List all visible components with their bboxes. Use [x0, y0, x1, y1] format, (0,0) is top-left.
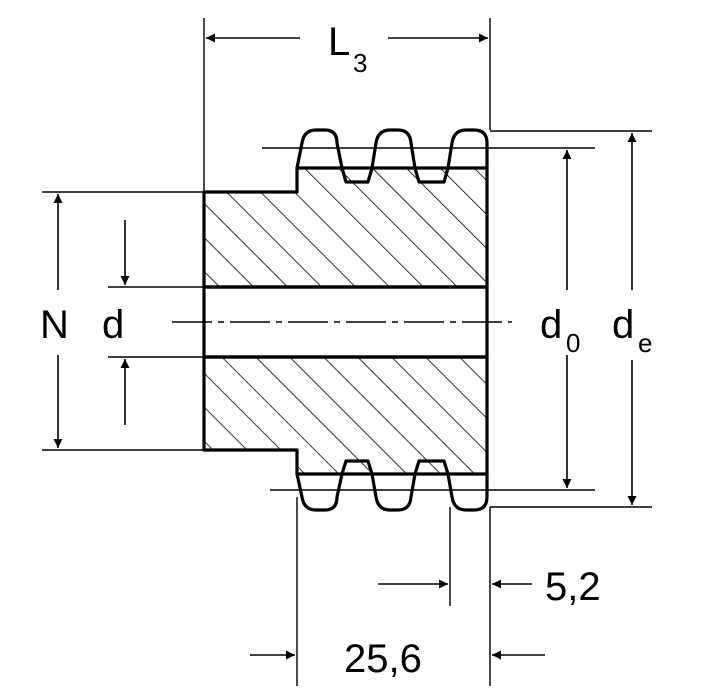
upper-section: [202, 166, 489, 289]
lower-section: [202, 355, 489, 476]
label-l3-sub: 3: [353, 48, 367, 78]
label-l3: L: [328, 20, 350, 64]
label-d0: d: [540, 303, 562, 347]
teeth-bottom: [295, 459, 489, 512]
dimension-lines: [53, 33, 637, 660]
label-tooth-width: 5,2: [545, 565, 601, 609]
label-d0-sub: 0: [566, 328, 580, 358]
label-d: d: [102, 303, 124, 347]
label-de: d: [612, 303, 634, 347]
label-n: N: [40, 303, 69, 347]
teeth-top: [295, 128, 489, 184]
label-de-sub: e: [638, 328, 652, 358]
hub-section: [202, 166, 489, 476]
label-strand-span: 25,6: [344, 637, 422, 681]
extension-lines: [42, 18, 652, 686]
labels: L 3 N d d 0 d e 5,2 25,6: [40, 20, 652, 681]
